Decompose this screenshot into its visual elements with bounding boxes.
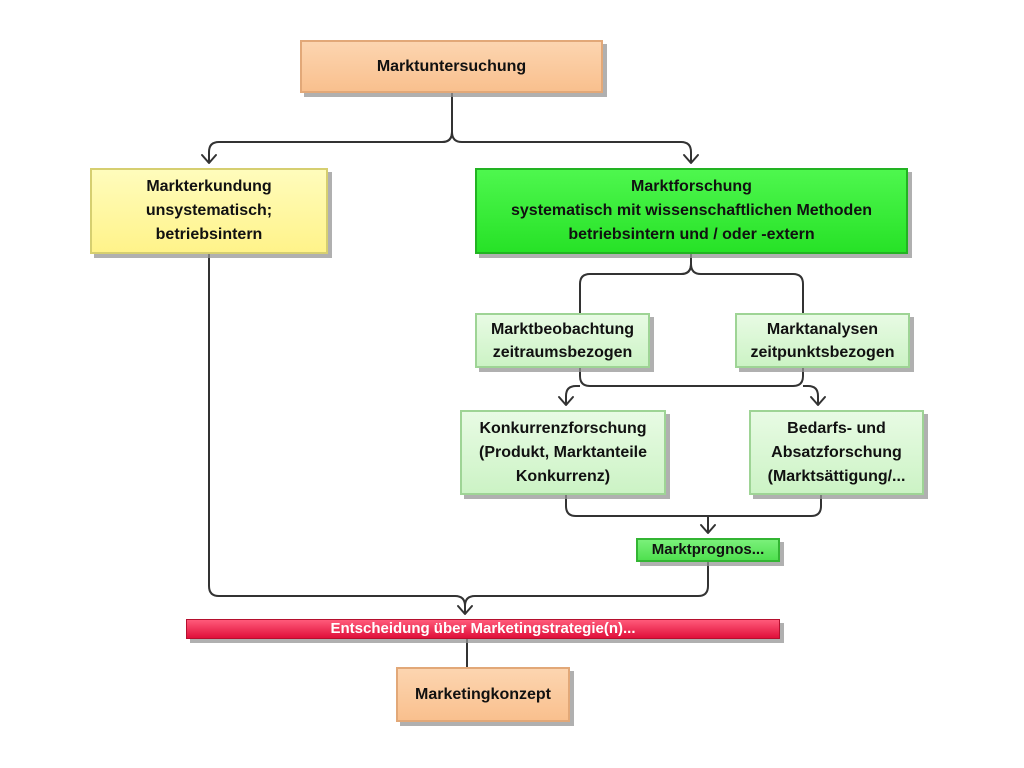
node-label-line: betriebsintern [155, 226, 263, 243]
arrowhead-entscheidung [457, 605, 473, 615]
arrowhead-prognose [700, 524, 716, 534]
node-label-line: systematisch mit wissenschaftlichen Meth… [511, 202, 872, 219]
node-marktuntersuchung: Marktuntersuchung [300, 40, 603, 93]
connector-untersuchung-trunk [441, 93, 453, 143]
connector-forschung-to-beobachtung [579, 263, 692, 313]
node-label-line: Markterkundung [146, 178, 272, 195]
node-marketingkonzept: Marketingkonzept [396, 667, 570, 722]
connector-to-konkurrenz [565, 385, 580, 404]
connector-konkurrenz-bedarf-merge [565, 495, 822, 517]
node-label-line: zeitraumsbezogen [492, 343, 633, 361]
node-label-line: Marktforschung [631, 178, 752, 195]
node-label-line: Konkurrenzforschung [479, 419, 647, 437]
node-label-line: Marketingkonzept [414, 686, 551, 703]
connector-forschung-to-analysen [690, 263, 804, 313]
connector-erkundung-down [208, 254, 466, 613]
node-label-line: Konkurrenz) [515, 467, 611, 485]
connector-untersuchung-to-forschung [451, 131, 692, 162]
arrowhead-bedarf [810, 396, 826, 406]
arrowhead-forschung [683, 154, 699, 164]
connector-to-bedarf [803, 385, 819, 404]
arrowhead-konkurrenz [558, 396, 574, 406]
node-label-line: zeitpunktsbezogen [750, 343, 895, 361]
node-label-line: Marktprognos... [651, 541, 765, 558]
node-label-line: Marktbeobachtung [490, 320, 635, 338]
node-label-line: Marktanalysen [766, 320, 879, 338]
node-bedarfsforschung: Bedarfs- und Absatzforschung (Marktsätti… [749, 410, 924, 495]
node-konkurrenzforschung: Konkurrenzforschung (Produkt, Marktantei… [460, 410, 666, 495]
connector-untersuchung-to-erkundung [208, 131, 453, 162]
connector-prognose-down [464, 562, 709, 607]
node-marktforschung: Marktforschung systematisch mit wissensc… [475, 168, 908, 254]
node-label-line: betriebsintern und / oder -extern [568, 226, 815, 243]
node-marktprognose: Marktprognos... [636, 538, 780, 562]
node-marktbeobachtung: Marktbeobachtung zeitraumsbezogen [475, 313, 650, 368]
node-label-line: Entscheidung über Marketingstrategie(n).… [330, 620, 636, 637]
node-marktanalysen: Marktanalysen zeitpunktsbezogen [735, 313, 910, 368]
node-entscheidung: Entscheidung über Marketingstrategie(n).… [186, 619, 780, 639]
node-label-line: Marktuntersuchung [376, 58, 527, 75]
node-label-line: Bedarfs- und [787, 419, 886, 437]
arrowhead-erkundung [201, 154, 217, 164]
node-label-line: (Marktsättigung/... [767, 467, 906, 485]
node-markterkundung: Markterkundung unsystematisch; betriebsi… [90, 168, 328, 254]
connector-beobachtung-merge [579, 368, 804, 387]
node-label-line: (Produkt, Marktanteile [478, 443, 648, 461]
node-label-line: Absatzforschung [771, 443, 902, 461]
node-label-line: unsystematisch; [145, 202, 273, 219]
